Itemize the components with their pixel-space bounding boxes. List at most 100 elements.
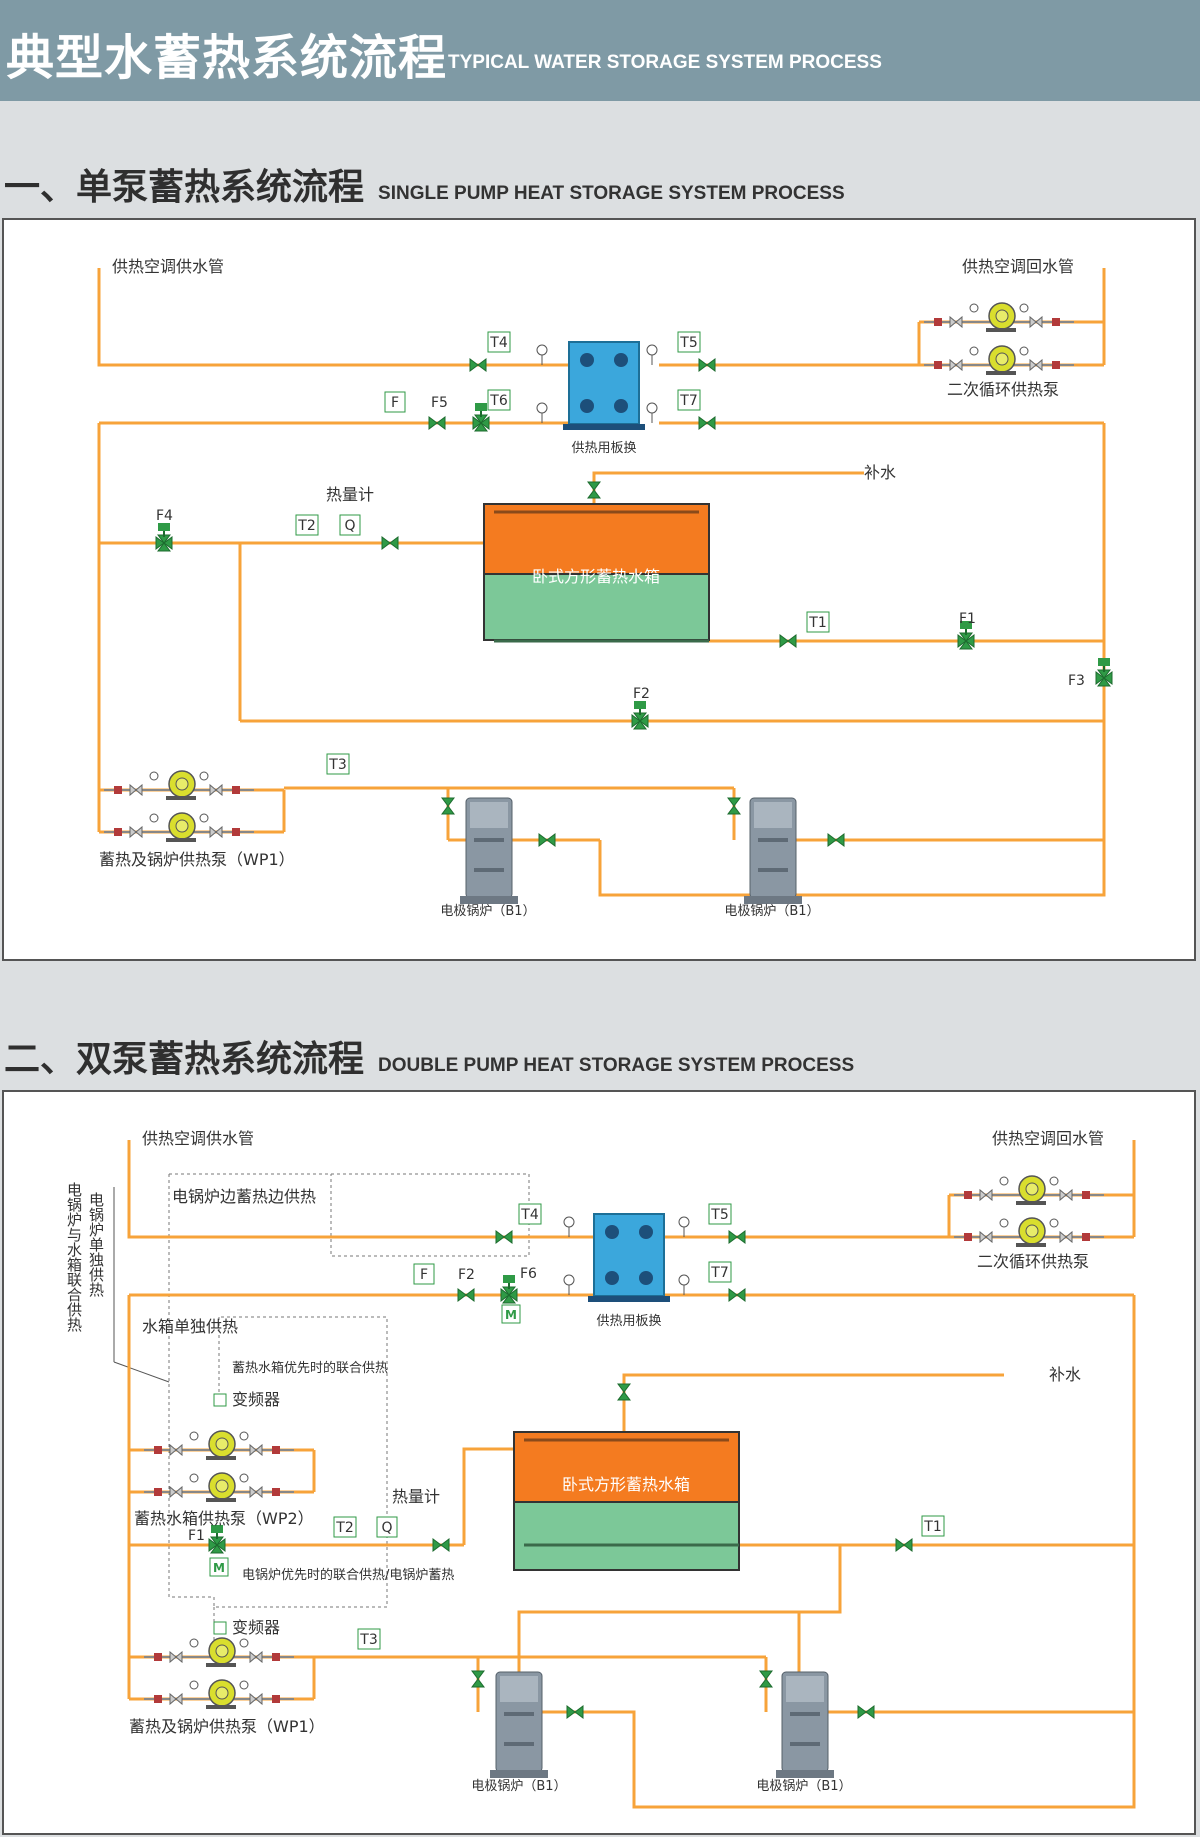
valve-label-f5: F5: [431, 395, 448, 411]
tag-t3: T3: [359, 1632, 377, 1648]
valve-icon: [827, 833, 845, 847]
tag-t1: T1: [808, 615, 826, 631]
plate-heat-exchanger-icon: [587, 1213, 671, 1303]
wp1-label: 蓄热及锅炉供热泵（WP1）: [129, 1717, 325, 1736]
tag-t5: T5: [710, 1207, 728, 1223]
gauge-icon: [646, 344, 658, 366]
section1-diagram-panel: 卧式方形蓄热水箱 供热用板换 T4 T5 T6 T7 F T2 Q T1 T3 …: [2, 218, 1196, 961]
wp1-pump-icon: [103, 770, 255, 801]
tag-t5: T5: [679, 335, 697, 351]
boiler-icon: [489, 1671, 549, 1779]
wp1-pump-icon: [103, 812, 255, 843]
secondary-pump-label: 二次循环供热泵: [947, 380, 1059, 399]
wp2-pump-icon: [143, 1430, 295, 1461]
valve-icon: [441, 797, 455, 815]
valve-icon: [566, 1705, 584, 1719]
section2-diagram: 卧式方形蓄热水箱 供热用板换 M M T4 T5 T7 F T2 Q T1 T3: [65, 1129, 1136, 1809]
gauge-icon: [646, 402, 658, 424]
valve-icon: [727, 797, 741, 815]
tank-label: 卧式方形蓄热水箱: [532, 567, 660, 586]
return-pipe-label: 供热空调回水管: [992, 1129, 1104, 1148]
vfd-label: 变频器: [232, 1618, 280, 1637]
valve-label-f2: F2: [458, 1267, 475, 1283]
gauge-icon: [536, 402, 548, 424]
plate-hx-label: 供热用板换: [596, 1314, 661, 1329]
gauge-icon: [536, 344, 548, 366]
tag-t4: T4: [489, 335, 508, 351]
vfd-label: 变频器: [232, 1390, 280, 1409]
gauge-icon: [678, 1274, 690, 1296]
page-subtitle: TYPICAL WATER STORAGE SYSTEM PROCESS: [448, 52, 882, 73]
gauge-icon: [563, 1274, 575, 1296]
valve-icon: [587, 481, 601, 499]
valve-icon: [779, 634, 797, 648]
valve-icon: [538, 833, 556, 847]
valve-label-f3: F3: [1068, 673, 1085, 689]
valve-icon: [457, 1288, 475, 1302]
boiler-label: 电极锅炉（B1）: [440, 903, 535, 919]
valve-label-f2: F2: [633, 686, 650, 702]
section1-subtitle: SINGLE PUMP HEAT STORAGE SYSTEM PROCESS: [378, 183, 845, 204]
supply-pipe-label: 供热空调供水管: [112, 257, 224, 276]
section1-diagram: 卧式方形蓄热水箱 供热用板换 T4 T5 T6 T7 F T2 Q T1 T3 …: [97, 257, 1113, 919]
motor-label: M: [213, 1561, 225, 1575]
tank-label: 卧式方形蓄热水箱: [562, 1475, 690, 1494]
valve-icon: [698, 358, 716, 372]
heat-meter-label: 热量计: [326, 485, 374, 504]
control-valve-icon: [472, 402, 490, 432]
tag-t7: T7: [710, 1265, 728, 1281]
boiler-icon: [743, 797, 803, 905]
vertical-label-boiler-only: 电锅炉单独供热: [87, 1192, 105, 1297]
control-valve-f1-icon: [208, 1524, 226, 1554]
control-valve-f2-icon: [631, 700, 649, 730]
makeup-label: 补水: [1049, 1365, 1081, 1384]
wp1-pump-icon: [143, 1637, 295, 1668]
valve-icon: [728, 1288, 746, 1302]
control-valve-f4-icon: [155, 522, 173, 552]
plate-heat-exchanger-icon: [562, 341, 646, 431]
boiler-label: 电极锅炉（B1）: [756, 1778, 851, 1794]
secondary-pump-icon: [953, 1217, 1105, 1248]
mode-tank-priority-label: 蓄热水箱优先时的联合供热: [232, 1360, 388, 1376]
secondary-pump-label: 二次循环供热泵: [977, 1252, 1089, 1271]
valve-icon: [698, 416, 716, 430]
tag-q: Q: [381, 1520, 392, 1536]
boiler-label: 电极锅炉（B1）: [471, 1778, 566, 1794]
secondary-pump-icon: [923, 345, 1075, 376]
valve-label-f6: F6: [520, 1266, 537, 1282]
wp2-pump-icon: [143, 1472, 295, 1503]
boiler-icon: [775, 1671, 835, 1779]
valve-icon: [895, 1538, 913, 1552]
tag-t2: T2: [335, 1520, 353, 1536]
section2-subtitle: DOUBLE PUMP HEAT STORAGE SYSTEM PROCESS: [378, 1055, 855, 1076]
return-pipe-label: 供热空调回水管: [962, 257, 1074, 276]
secondary-pump-icon: [953, 1175, 1105, 1206]
valve-icon: [617, 1383, 631, 1401]
valve-icon: [381, 536, 399, 550]
valve-icon: [471, 1670, 485, 1688]
mode-boiler-priority-label: 电锅炉优先时的联合供热/电锅炉蓄热: [242, 1567, 454, 1583]
wp1-label: 蓄热及锅炉供热泵（WP1）: [99, 850, 295, 869]
page-banner: 典型水蓄热系统流程 TYPICAL WATER STORAGE SYSTEM P…: [0, 0, 1200, 101]
tag-t7: T7: [679, 393, 697, 409]
tag-t1: T1: [923, 1519, 941, 1535]
vertical-label-joint: 电锅炉与水箱联合供热: [65, 1182, 83, 1332]
boiler-icon: [459, 797, 519, 905]
makeup-label: 补水: [864, 463, 896, 482]
gauge-icon: [678, 1216, 690, 1238]
plate-hx-label: 供热用板换: [571, 441, 636, 456]
tag-f: F: [420, 1267, 428, 1283]
valve-icon: [469, 358, 487, 372]
mode-tank-only-label: 水箱单独供热: [142, 1317, 238, 1336]
tag-q: Q: [344, 518, 355, 534]
tag-f: F: [391, 395, 399, 411]
valve-label-f1: F1: [188, 1528, 205, 1544]
mode-edge-label: 电锅炉边蓄热边供热: [172, 1187, 316, 1206]
valve-icon: [428, 416, 446, 430]
valve-label-f1: F1: [959, 611, 976, 627]
valve-label-f4: F4: [156, 508, 173, 524]
valve-icon: [728, 1230, 746, 1244]
section2-diagram-panel: 卧式方形蓄热水箱 供热用板换 M M T4 T5 T7 F T2 Q T1 T3: [2, 1090, 1196, 1835]
